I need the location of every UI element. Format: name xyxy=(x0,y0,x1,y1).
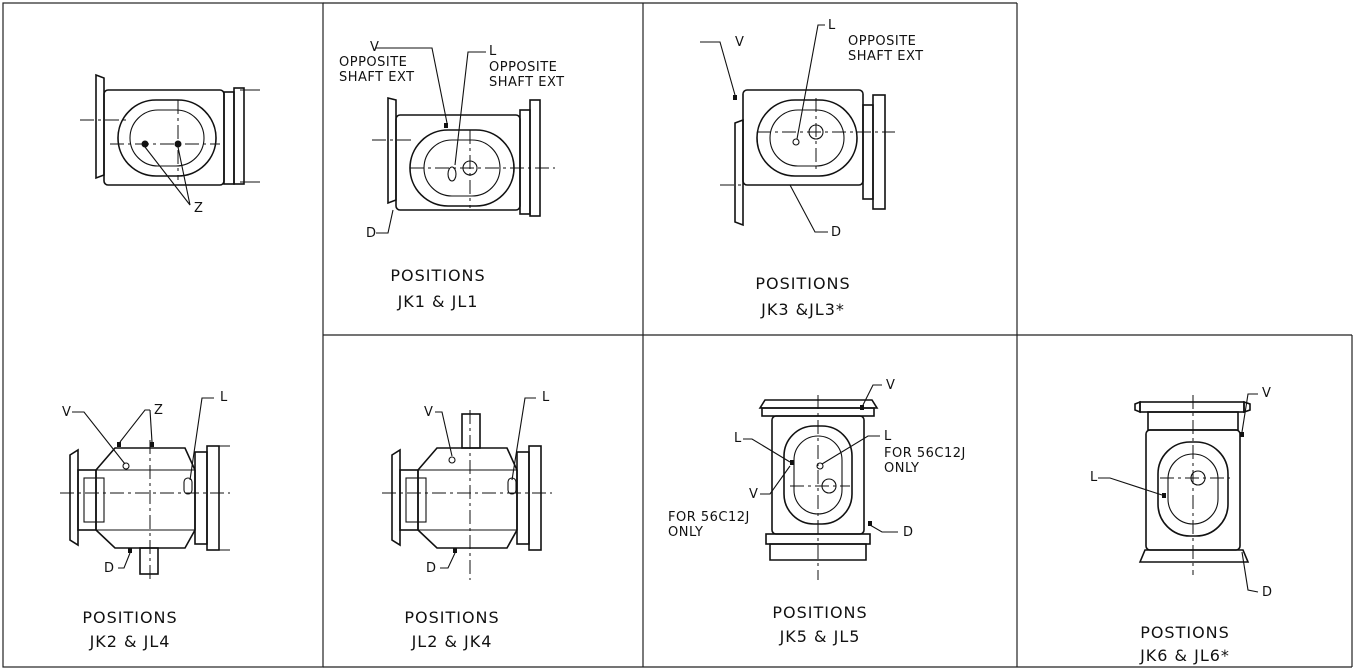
p4-l-label: L xyxy=(220,390,228,405)
gearbox-drawing-p4 xyxy=(60,397,230,580)
p4-caption-line2: JK2 & JL4 xyxy=(89,632,171,651)
p3-d-label: D xyxy=(831,225,842,240)
p6-l-inner-label: L xyxy=(884,429,892,444)
p7-caption-line1: POSTIONS xyxy=(1140,623,1230,642)
gearbox-drawing-p5 xyxy=(382,397,552,580)
p4-d-label: D xyxy=(104,561,115,576)
p7-l-label: L xyxy=(1090,470,1098,485)
p6-v-left-note: FOR 56C12J ONLY xyxy=(668,510,750,540)
p6-l-inner-note: FOR 56C12J ONLY xyxy=(884,446,966,476)
gearbox-drawing-p6 xyxy=(743,384,898,580)
p3-l-label: L xyxy=(828,18,836,33)
gearbox-drawing-p3 xyxy=(700,24,895,233)
p2-l-note: OPPOSITE SHAFT EXT xyxy=(489,60,565,90)
p2-caption-line2: JK1 & JL1 xyxy=(397,292,479,311)
p3-caption-line2: JK3 &JL3* xyxy=(761,300,845,319)
p2-v-note: OPPOSITE SHAFT EXT xyxy=(339,55,415,85)
p1-z-label: Z xyxy=(194,201,204,216)
p5-caption-line2: JL2 & JK4 xyxy=(411,632,493,651)
p3-caption-line1: POSITIONS xyxy=(755,274,851,293)
p2-caption-line1: POSITIONS xyxy=(390,266,486,285)
p5-caption-line1: POSITIONS xyxy=(404,608,500,627)
p5-l-label: L xyxy=(542,390,550,405)
p7-caption-line2: JK6 & JL6* xyxy=(1140,646,1230,665)
p3-v-label: V xyxy=(735,35,745,50)
p7-d-label: D xyxy=(1262,585,1273,600)
p2-v-label: V xyxy=(370,40,380,55)
p4-z-label: Z xyxy=(154,403,164,418)
p6-v-top-label: V xyxy=(886,378,896,393)
p7-v-label: V xyxy=(1262,386,1272,401)
p2-d-label: D xyxy=(366,226,377,241)
p6-l-left-label: L xyxy=(734,431,742,446)
p6-caption-line1: POSITIONS xyxy=(772,603,868,622)
p5-v-label: V xyxy=(424,405,434,420)
p4-v-label: V xyxy=(62,405,72,420)
p6-v-left-label: V xyxy=(749,487,759,502)
gearbox-drawing-p1 xyxy=(80,73,260,206)
gearbox-drawing-p7 xyxy=(1098,393,1259,593)
p2-l-label: L xyxy=(489,44,497,59)
p6-d-label: D xyxy=(903,525,914,540)
p6-caption-line2: JK5 & JL5 xyxy=(779,627,861,646)
gearbox-drawing-p2 xyxy=(372,47,555,234)
p3-l-note: OPPOSITE SHAFT EXT xyxy=(848,34,924,64)
p4-caption-line1: POSITIONS xyxy=(82,608,178,627)
p5-d-label: D xyxy=(426,561,437,576)
